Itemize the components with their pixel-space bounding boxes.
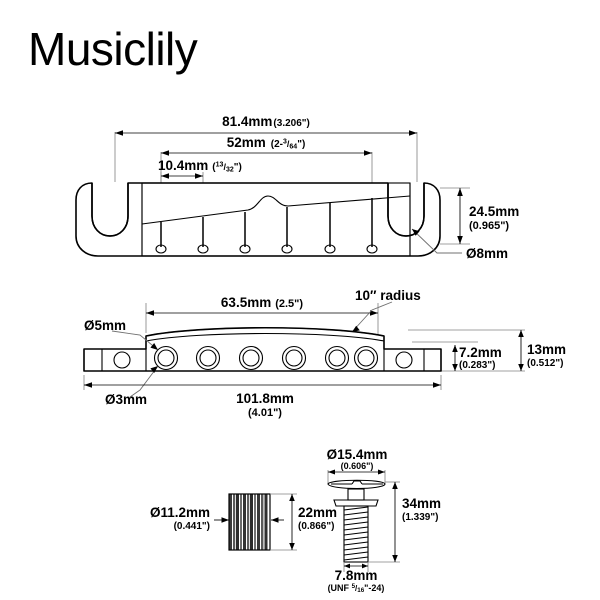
dim-slot-spacing-imperial-suffix: ") (234, 162, 242, 173)
dim-slot-spacing-metric: 10.4mm (158, 158, 208, 173)
dim-head-diameter-metric: Ø15.4mm (327, 447, 388, 462)
dim-overall-width: 101.8mm (4.01") (84, 382, 441, 419)
dim-string-hole-diameter: Ø5mm (84, 318, 159, 351)
dim-head-diameter: Ø15.4mm (0.606") (327, 447, 388, 484)
dim-slot-span-imperial-prefix: (2- (271, 139, 283, 150)
string-hole (153, 345, 179, 371)
dim-slot-spacing-imperial-num: 13 (216, 162, 224, 169)
dim-slot-span-imperial-den: 64 (289, 144, 297, 151)
dim-fretboard-radius: 10″ radius (351, 288, 421, 333)
dim-bushing-diameter-imperial: (0.441") (174, 521, 210, 532)
dim-body-height: 24.5mm (0.965") (440, 187, 519, 245)
dim-stud-length-imperial: (1.339") (402, 512, 438, 523)
dim-bushing-length-imperial: (0.866") (298, 521, 334, 532)
string-slot (197, 217, 209, 254)
tailpiece-top-outline (75, 182, 441, 257)
dim-intonation-hole-diameter-metric: Ø3mm (105, 392, 147, 407)
dim-slot-spacing-imperial-prefix: ( (212, 162, 216, 173)
dim-slot-span-metric: 52mm (227, 135, 266, 150)
dim-body-height-imperial: (0.965") (469, 220, 509, 232)
string-slot (366, 198, 378, 254)
ten-inch-radius-arc (145, 327, 385, 337)
dim-post-hole-diameter-metric: Ø8mm (466, 246, 508, 261)
dim-body-thickness-metric: 7.2mm (459, 345, 502, 360)
dim-slot-spacing: 10.4mm(13/32") (158, 158, 242, 179)
bushing-knurl-pattern (229, 494, 268, 550)
side-view-group: 63.5mm (2.5") 10″ radius (83, 288, 566, 419)
svg-text:81.4mm(3.206"): 81.4mm(3.206") (222, 114, 310, 129)
dim-slot-span-imperial-suffix: ") (297, 139, 305, 150)
radius-arc-inner (145, 332, 385, 342)
dim-total-thickness-imperial: (0.512") (527, 358, 563, 369)
stud-head-notch (351, 480, 363, 485)
dim-thread-spec-den: 16 (357, 587, 364, 594)
dim-radius-span-imperial: (2.5") (275, 298, 303, 310)
string-hole (281, 345, 307, 371)
dim-slot-span-imperial-num: 3 (283, 139, 287, 146)
dim-bushing-diameter-metric: Ø11.2mm (150, 505, 210, 520)
dim-post-hole-diameter: Ø8mm (411, 228, 508, 261)
dim-body-height-metric: 24.5mm (469, 204, 519, 219)
dim-stud-length: 34mm (1.339") (368, 481, 441, 563)
bushing-outline (228, 493, 271, 551)
left-post-slot (91, 183, 129, 237)
dim-thread-spec-suffix: "-24) (364, 583, 384, 593)
string-slot (239, 212, 251, 254)
dim-thread-spec-num: 5 (352, 583, 356, 590)
dim-overall-length: 81.4mm(3.206") (115, 114, 417, 136)
dim-slot-spacing-imperial-den: 32 (226, 167, 234, 174)
dim-total-thickness-metric: 13mm (527, 342, 566, 357)
stud-upper-shank (347, 488, 365, 501)
dim-body-thickness-imperial-value: (0.283") (459, 360, 495, 371)
stud-detail-group: Ø15.4mm (0.606") (327, 447, 441, 594)
bushing-detail-group: Ø11.2mm (0.441") 22mm (0.866") (150, 493, 337, 551)
string-hole-group (153, 345, 379, 371)
dim-intonation-hole-diameter: Ø3mm (105, 365, 159, 407)
right-post-slot (387, 183, 425, 237)
dim-head-diameter-imperial: (0.606") (341, 461, 374, 471)
svg-text:10.4mm(13/32"): 10.4mm(13/32") (158, 158, 242, 174)
dim-bushing-length-metric: 22mm (298, 505, 337, 520)
dim-overall-width-imperial: (4.01") (248, 407, 282, 419)
dim-thread-diameter: 7.8mm (UNF 5/16"-24) (328, 562, 385, 594)
string-ramp-contour (141, 195, 411, 225)
svg-text:52mm(2-3/64"): 52mm(2-3/64") (227, 135, 306, 151)
string-slot (324, 203, 336, 254)
svg-text:63.5mm(2.5"): 63.5mm (2.5") (221, 295, 303, 310)
dim-radius-span: 63.5mm (2.5") (146, 295, 378, 316)
dim-overall-length-metric: 81.4mm (222, 114, 272, 129)
string-hole (353, 345, 379, 371)
dim-body-thickness: 7.2mm (0.283") (452, 345, 502, 371)
string-hole (324, 345, 350, 371)
dim-string-hole-diameter-metric: Ø5mm (84, 318, 126, 333)
string-hole (238, 345, 264, 371)
dim-stud-length-metric: 34mm (402, 496, 441, 511)
string-slot (281, 207, 293, 254)
string-hole (195, 345, 221, 371)
mounting-hole-left (113, 351, 131, 369)
string-slot (155, 222, 167, 254)
dim-slot-span: 52mm(2-3/64") (161, 135, 372, 156)
stud-thread-lines (343, 506, 369, 561)
dim-bushing-diameter: Ø11.2mm (0.441") (150, 505, 229, 532)
dim-thread-diameter-metric: 7.8mm (335, 568, 378, 583)
stud-threaded-shaft (343, 505, 369, 563)
mounting-hole-right (395, 351, 413, 369)
stud-head (327, 479, 386, 489)
dim-bushing-length: 22mm (0.866") (270, 493, 337, 551)
dim-total-thickness: 13mm (0.512") (518, 330, 566, 371)
dim-overall-length-imperial: (3.206") (273, 118, 309, 129)
brand-logo-text: Musiclily (28, 23, 198, 75)
dim-fretboard-radius-label: 10″ radius (355, 288, 421, 303)
dim-radius-span-metric: 63.5mm (221, 295, 271, 310)
svg-text:(UNF 5/16"-24): (UNF 5/16"-24) (328, 583, 385, 594)
dim-overall-width-metric: 101.8mm (236, 391, 294, 406)
string-slot-group (155, 198, 378, 254)
dim-thread-spec-prefix: (UNF (328, 583, 352, 593)
top-view-group: 81.4mm(3.206") 52mm(2-3/64") 10.4mm(13/3… (75, 114, 519, 261)
stud-flange (333, 499, 379, 507)
